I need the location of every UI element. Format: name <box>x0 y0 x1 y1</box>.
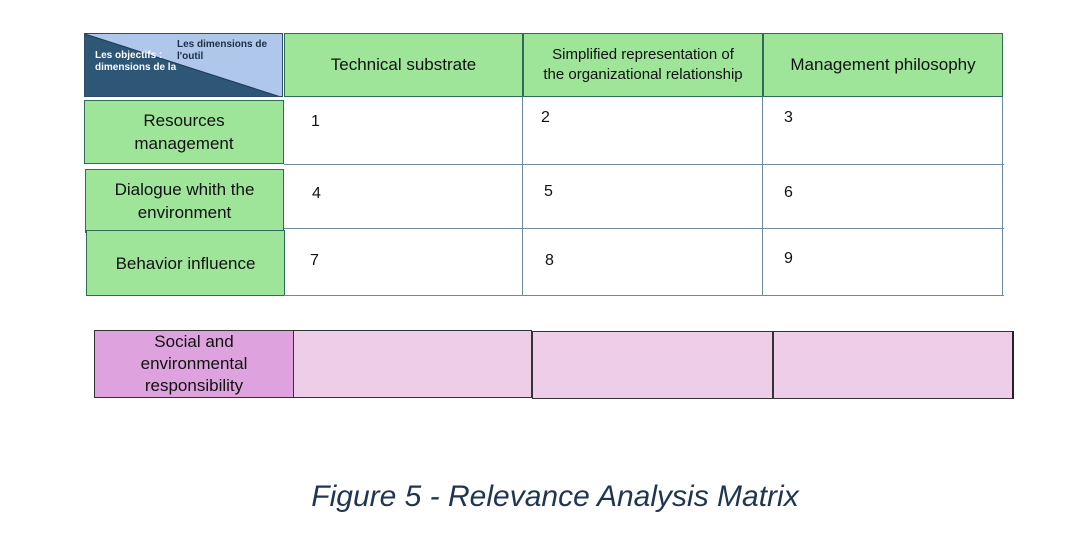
row-header-social-environmental-responsibility: Social and environmental responsibility <box>94 330 294 398</box>
row-header-behavior-influence: Behavior influence <box>86 230 285 296</box>
cell-number: 2 <box>541 109 550 126</box>
grid-line <box>284 228 1004 229</box>
grid-line <box>762 97 763 296</box>
cell-number: 6 <box>784 184 793 201</box>
cell-number: 1 <box>311 113 320 130</box>
column-header-label: Simplified representation of the organiz… <box>543 46 743 83</box>
column-header-organizational-relationship: Simplified representation of the organiz… <box>523 33 763 97</box>
cell-number: 3 <box>784 109 793 126</box>
empty-pink-cell <box>532 331 773 399</box>
row-header-label: Dialogue whith the environment <box>114 180 255 222</box>
corner-label-objectives: Les objectifs : dimensions de la <box>95 50 177 73</box>
grid-line <box>284 164 1004 165</box>
figure-caption: Figure 5 - Relevance Analysis Matrix <box>311 480 799 513</box>
cell-number: 7 <box>310 252 319 269</box>
column-header-management-philosophy: Management philosophy <box>763 33 1003 97</box>
empty-pink-cell <box>773 331 1014 399</box>
column-header-label: Technical substrate <box>330 55 477 74</box>
corner-label-tool-dimensions: Les dimensions de l'outil <box>177 39 268 62</box>
row-header-dialogue-environment: Dialogue whith the environment <box>85 169 284 233</box>
cell-number: 9 <box>784 250 793 267</box>
corner-diagonal-split <box>85 34 280 96</box>
cell-number: 8 <box>545 252 554 269</box>
row-header-label: Social and environmental responsibility <box>140 332 248 395</box>
grid-line <box>1002 97 1003 296</box>
grid-line <box>284 295 1004 296</box>
cell-number: 4 <box>312 185 321 202</box>
empty-pink-cell <box>293 330 532 398</box>
grid-line <box>522 97 523 296</box>
row-header-resources-management: Resources management <box>84 100 284 164</box>
corner-header-cell: Les dimensions de l'outil Les objectifs … <box>84 33 283 97</box>
column-header-label: Management philosophy <box>790 55 976 74</box>
row-header-label: Resources management <box>134 111 234 153</box>
column-header-technical-substrate: Technical substrate <box>284 33 523 97</box>
cell-number: 5 <box>544 183 553 200</box>
row-header-label: Behavior influence <box>115 253 256 273</box>
